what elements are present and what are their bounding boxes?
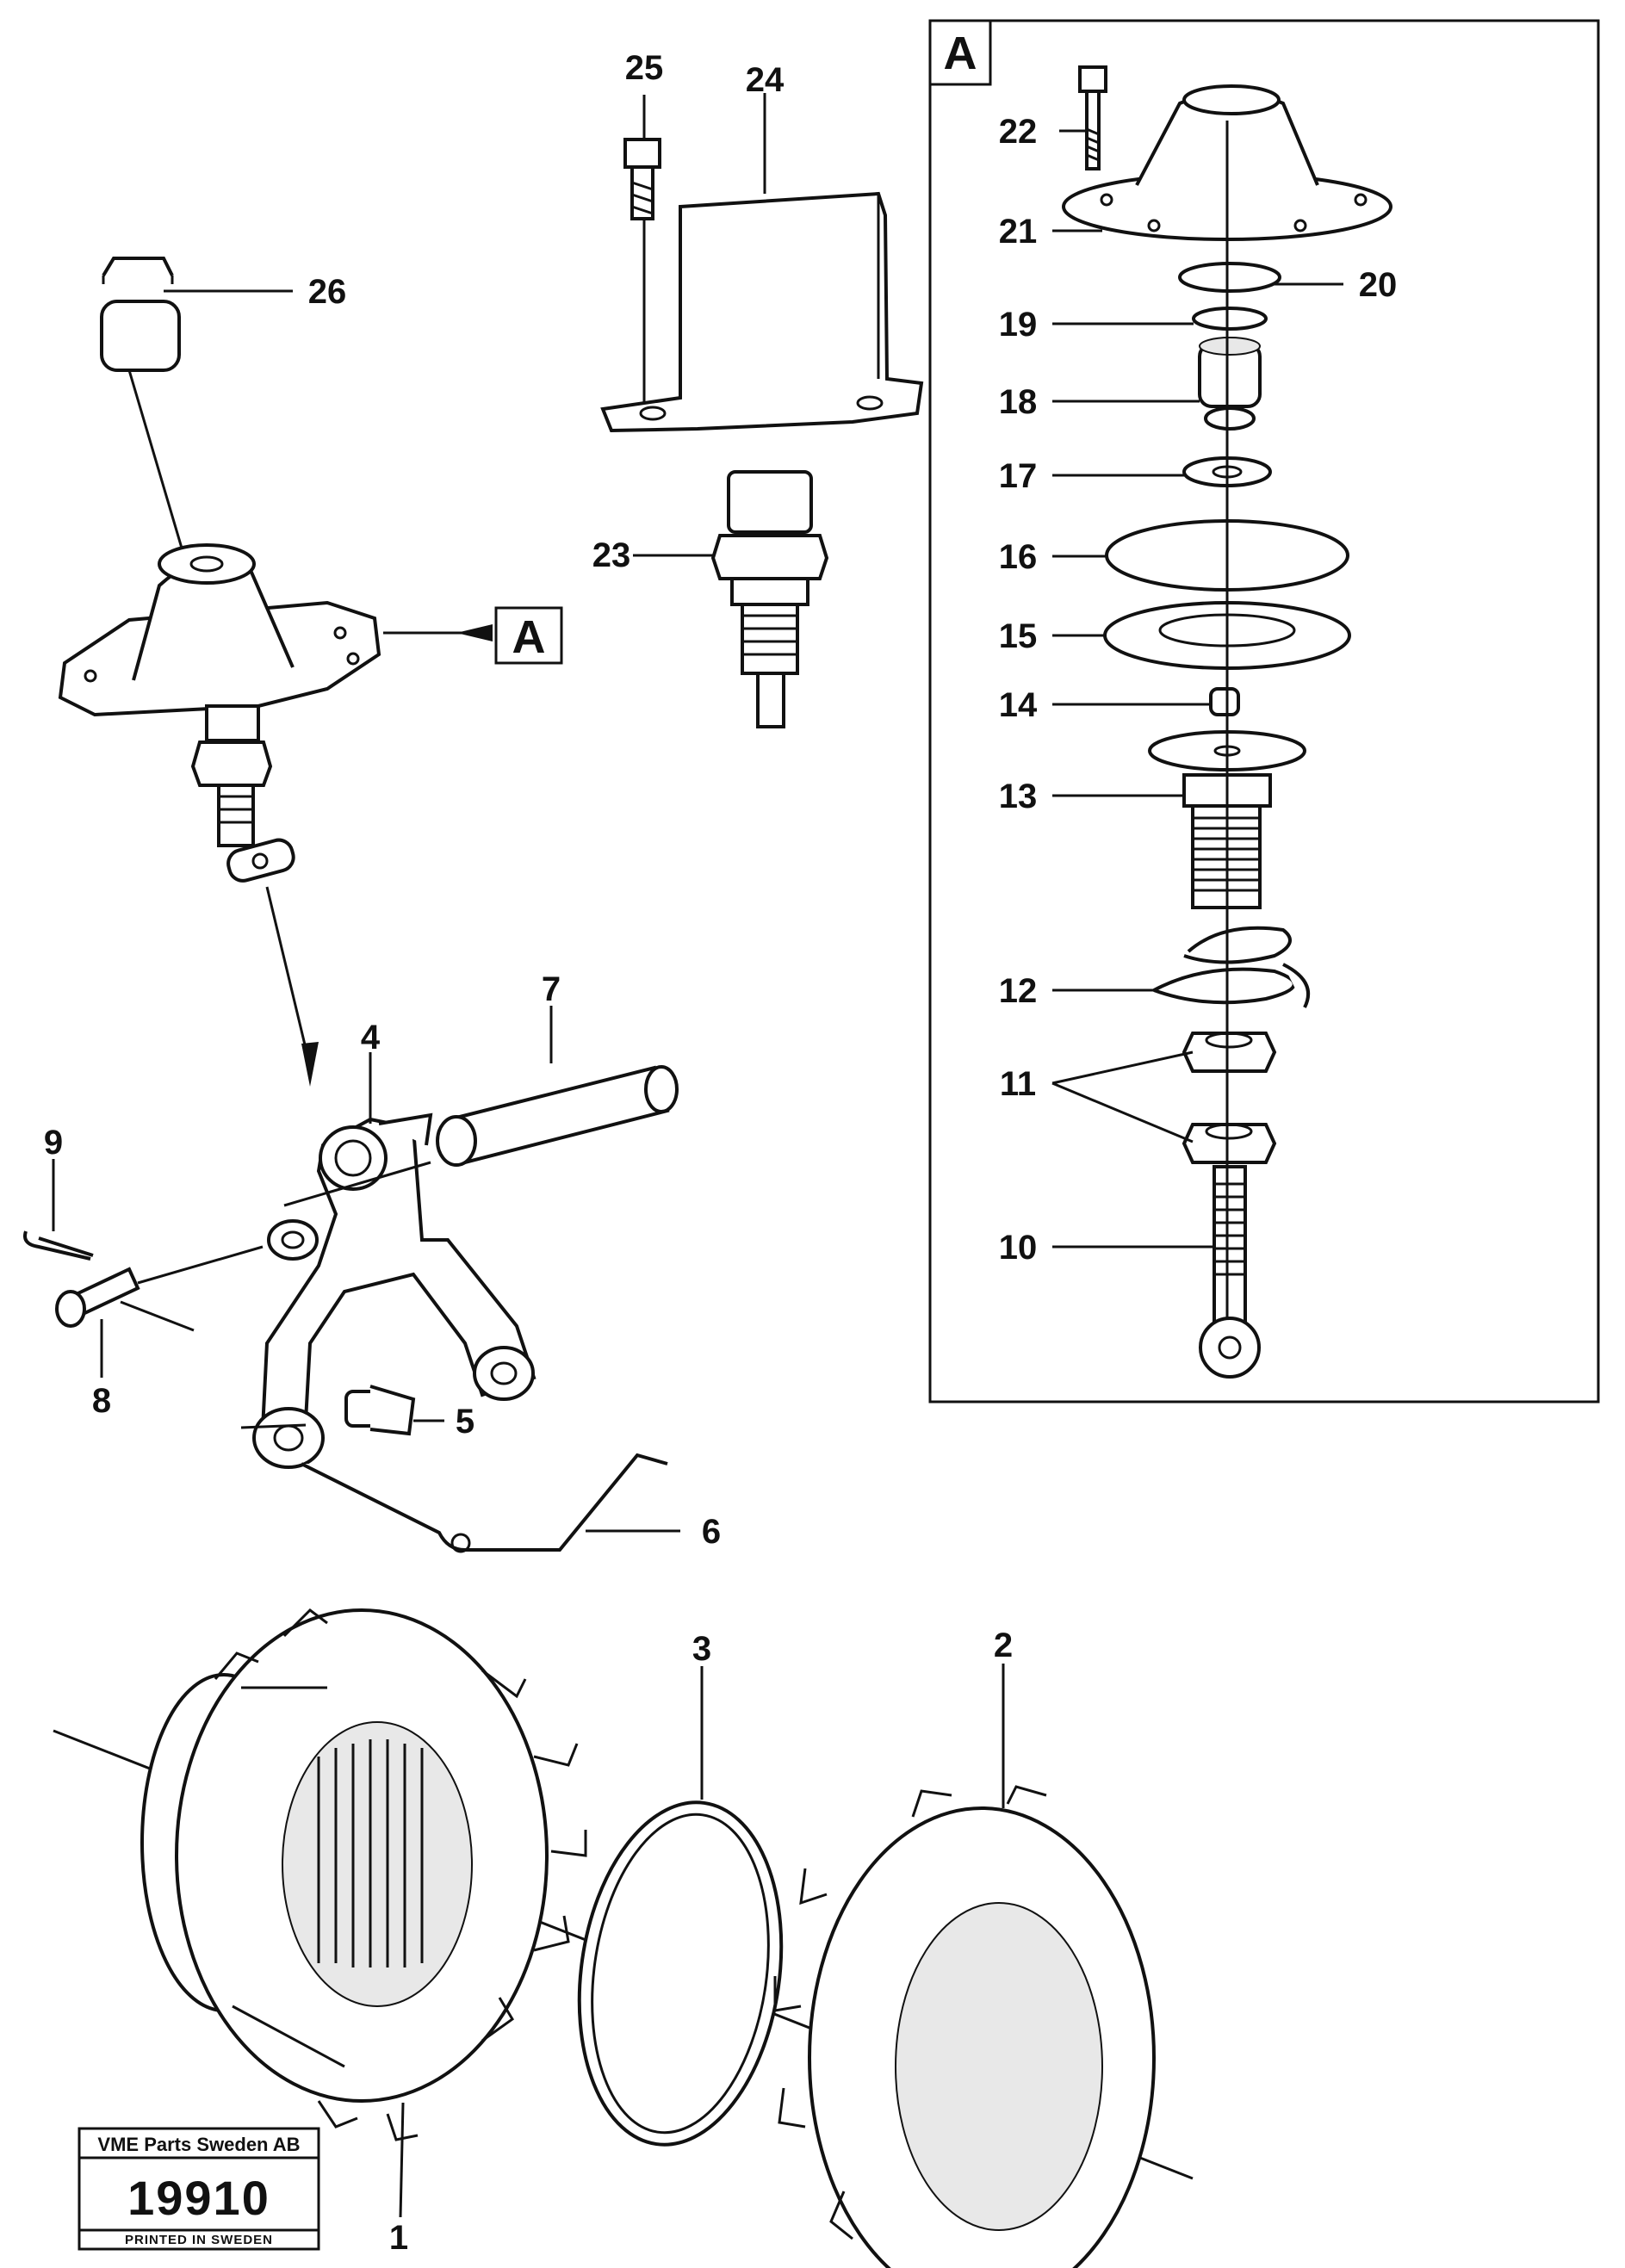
detail-a-letter: A: [944, 28, 977, 79]
callout-23: 23: [592, 536, 631, 574]
part-26-gear-lever: [100, 257, 187, 561]
callout-22: 22: [999, 113, 1038, 151]
callout-18: 18: [999, 383, 1038, 421]
part-1-clutch-sleeve: [140, 1608, 587, 2141]
callout-13: 13: [999, 778, 1038, 815]
part-19-washer: [1192, 307, 1268, 331]
callout-4: 4: [361, 1019, 381, 1057]
reference-a-letter: A: [512, 611, 546, 663]
callout-17: 17: [999, 457, 1038, 495]
callout-10: 10: [999, 1229, 1038, 1267]
callout-5: 5: [456, 1403, 474, 1441]
callout-19: 19: [999, 306, 1038, 344]
part-6-spring-clip: [301, 1453, 668, 1553]
callout-14: 14: [999, 686, 1038, 724]
callout-7: 7: [542, 970, 561, 1008]
part-25-bolt: [623, 138, 661, 431]
detail-leaders: [1051, 129, 1343, 1249]
callout-21: 21: [999, 213, 1038, 251]
callout-11: 11: [1000, 1065, 1036, 1103]
stamp-number: 19910: [127, 2171, 270, 2225]
arrow-housing-to-fork: [265, 886, 310, 1060]
part-9-cotter-pin: [23, 1230, 94, 1261]
callout-25: 25: [625, 49, 664, 87]
arrowhead-fork: [301, 1042, 319, 1087]
callout-16: 16: [999, 538, 1038, 576]
part-4-shift-fork: [252, 1112, 536, 1469]
leader-1: [399, 2102, 405, 2218]
fork-pin-axis: [283, 1161, 431, 1207]
part-7-pin: [436, 1065, 679, 1167]
part-3-ring: [577, 1800, 784, 2147]
part-23-sensor: [710, 470, 829, 728]
callout-1: 1: [389, 2219, 408, 2257]
part-2-clutch-ring: [773, 1785, 1156, 2268]
reference-a-box: A: [494, 606, 563, 665]
part-18-bushing: [1198, 337, 1262, 431]
stamp-printed: PRINTED IN SWEDEN: [125, 2233, 273, 2247]
arrowhead-housing: [456, 624, 493, 641]
callout-9: 9: [44, 1124, 63, 1162]
stamp-company: VME Parts Sweden AB: [97, 2134, 300, 2155]
part-8-pin: [55, 1245, 264, 1332]
callout-12: 12: [999, 972, 1038, 1010]
callout-8: 8: [92, 1382, 111, 1420]
part-24-bracket: [600, 191, 924, 433]
part-10-eye-bolt: [1199, 1165, 1261, 1379]
part-22-bolt: [1078, 65, 1107, 170]
part-11-nuts: [1182, 1032, 1277, 1164]
part-housing-with-cone: [58, 543, 381, 883]
callout-3: 3: [692, 1630, 711, 1668]
callout-24: 24: [746, 61, 785, 99]
part-5-bushing: [344, 1385, 416, 1436]
part-14-nipple: [1209, 687, 1240, 716]
callout-6: 6: [702, 1513, 721, 1551]
part-20-o-ring: [1178, 262, 1281, 293]
callout-20: 20: [1359, 266, 1398, 304]
detail-a-frame: A: [928, 19, 1600, 1404]
parts-stamp: VME Parts Sweden AB 19910 PRINTED IN SWE…: [78, 2127, 320, 2251]
part-12-spring: [1153, 926, 1310, 1008]
callout-26: 26: [308, 273, 347, 311]
fork-axis-line: [240, 1423, 307, 1429]
callout-15: 15: [999, 617, 1038, 655]
callout-2: 2: [994, 1627, 1013, 1664]
